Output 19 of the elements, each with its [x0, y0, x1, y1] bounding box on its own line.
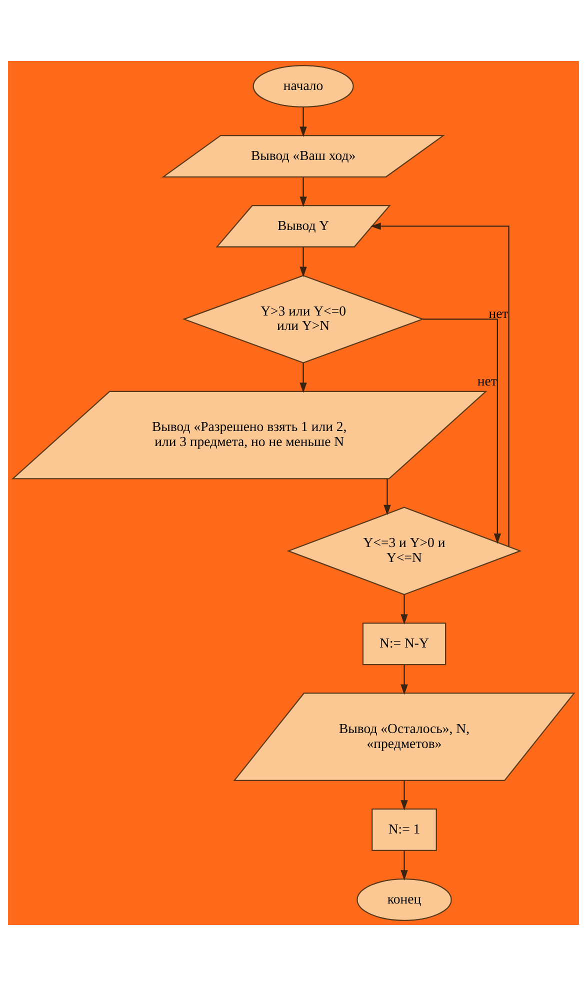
node-box: N:= 1 — [372, 808, 437, 851]
arrow — [300, 362, 307, 393]
arrow — [400, 850, 408, 880]
node-box: N:= N-Y — [362, 622, 446, 666]
arrow — [300, 177, 307, 207]
node-diamond: Y<=3 и Y>0 и Y<=N — [286, 506, 522, 596]
arrow — [400, 664, 408, 695]
arrow — [384, 478, 391, 516]
arrow — [400, 780, 408, 810]
node-diamond: Y>3 или Y<=0 или Y>N — [182, 274, 424, 364]
edge-label: нет — [488, 306, 508, 322]
node-ellipse: начало — [252, 65, 354, 108]
arrow — [300, 107, 307, 137]
edge-label: нет — [477, 373, 497, 388]
arrow — [400, 594, 408, 625]
arrow — [370, 222, 510, 546]
node-ellipse: конец — [356, 878, 452, 921]
arrow — [300, 247, 307, 278]
arrow — [422, 318, 502, 544]
